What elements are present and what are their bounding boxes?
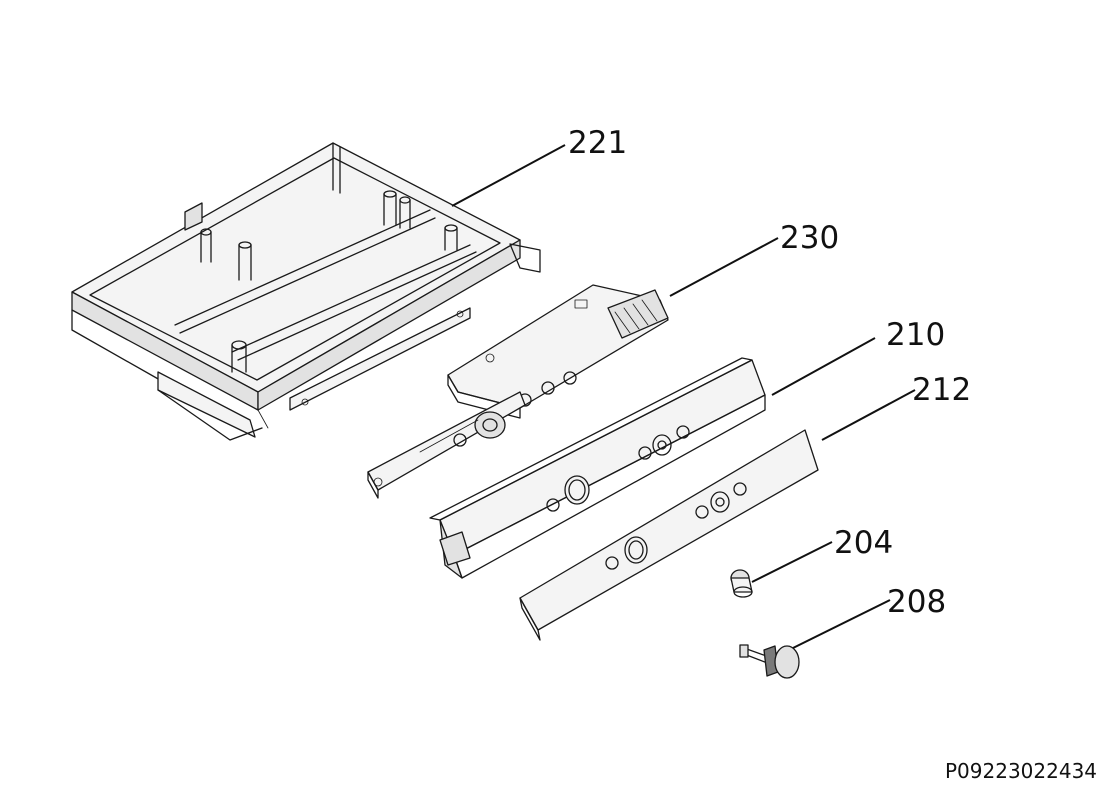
label-230: 230 bbox=[780, 220, 839, 256]
label-221: 221 bbox=[568, 125, 627, 161]
leader-204 bbox=[751, 541, 833, 583]
leader-210 bbox=[771, 337, 876, 396]
shaft-knob-208 bbox=[739, 644, 800, 679]
leader-212 bbox=[821, 389, 916, 441]
drawing-code: P09223022434 bbox=[945, 759, 1097, 783]
circuit-board-230 bbox=[367, 284, 669, 499]
label-210: 210 bbox=[886, 317, 945, 353]
label-212: 212 bbox=[912, 372, 971, 408]
control-panel-210 bbox=[429, 357, 766, 579]
leader-221 bbox=[451, 144, 566, 207]
knob-cap-204 bbox=[730, 569, 753, 598]
housing-tray-221 bbox=[71, 142, 541, 441]
leader-lines bbox=[451, 144, 916, 649]
label-208: 208 bbox=[887, 584, 946, 620]
panel-overlay-212 bbox=[519, 429, 819, 641]
leader-208 bbox=[792, 599, 891, 649]
part-labels: 221 230 210 212 204 208 bbox=[568, 125, 971, 620]
label-204: 204 bbox=[834, 525, 893, 561]
leader-230 bbox=[669, 237, 779, 297]
